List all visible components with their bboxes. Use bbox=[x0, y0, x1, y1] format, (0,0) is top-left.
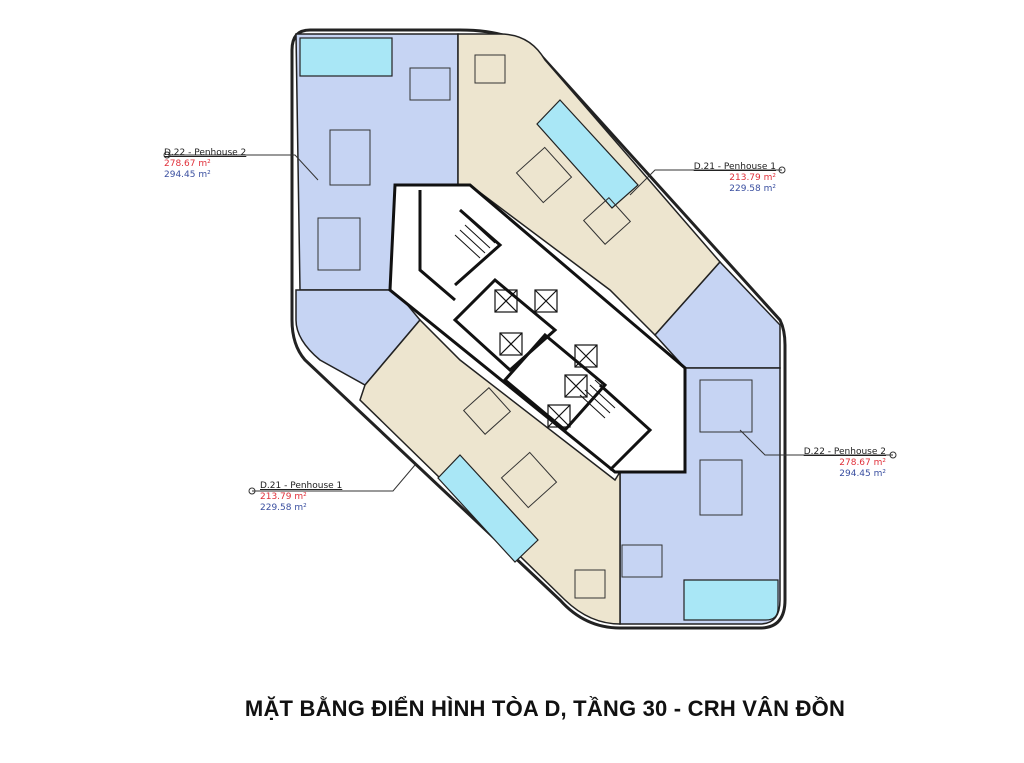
unit-area-net: 213.79 m² bbox=[729, 173, 776, 183]
unit-area-gross: 229.58 m² bbox=[260, 503, 307, 513]
stairs bbox=[454, 219, 621, 419]
unit-label-top-right: D.21 - Penhouse 1 213.79 m² 229.58 m² bbox=[688, 162, 776, 195]
leader-lines bbox=[163, 151, 897, 495]
elevator-shafts bbox=[494, 289, 598, 428]
unit-area-net: 278.67 m² bbox=[164, 159, 211, 169]
unit-label-top-left: D.22 - Penhouse 2 278.67 m² 294.45 m² bbox=[164, 148, 246, 181]
unit-name: D.21 - Penhouse 1 bbox=[693, 162, 776, 172]
unit-area-gross: 294.45 m² bbox=[839, 469, 886, 479]
unit-area-net: 278.67 m² bbox=[839, 458, 886, 468]
plan-title: MẶT BẰNG ĐIỂN HÌNH TÒA D, TẦNG 30 - CRH … bbox=[244, 696, 846, 721]
central-core bbox=[388, 183, 687, 474]
unit-area-gross: 229.58 m² bbox=[729, 184, 776, 194]
unit-area-net: 213.79 m² bbox=[260, 492, 307, 502]
unit-name: D.21 - Penhouse 1 bbox=[260, 481, 343, 491]
furniture bbox=[317, 54, 753, 599]
unit-penthouse-1-top-right[interactable] bbox=[457, 33, 721, 337]
unit-area-gross: 294.45 m² bbox=[164, 170, 211, 180]
pool-top-left bbox=[299, 37, 393, 77]
unit-penthouse-1-bottom-left[interactable] bbox=[359, 318, 621, 625]
unit-label-bottom-left: D.21 - Penhouse 1 213.79 m² 229.58 m² bbox=[260, 481, 342, 514]
pool-top-right bbox=[536, 99, 639, 209]
unit-name: D.22 - Penhouse 2 bbox=[803, 447, 886, 457]
unit-label-bottom-right: D.22 - Penhouse 2 278.67 m² 294.45 m² bbox=[798, 447, 886, 480]
pool-bottom-right bbox=[683, 579, 779, 621]
unit-name: D.22 - Penhouse 2 bbox=[164, 148, 247, 158]
pool-bottom-left bbox=[437, 454, 539, 563]
